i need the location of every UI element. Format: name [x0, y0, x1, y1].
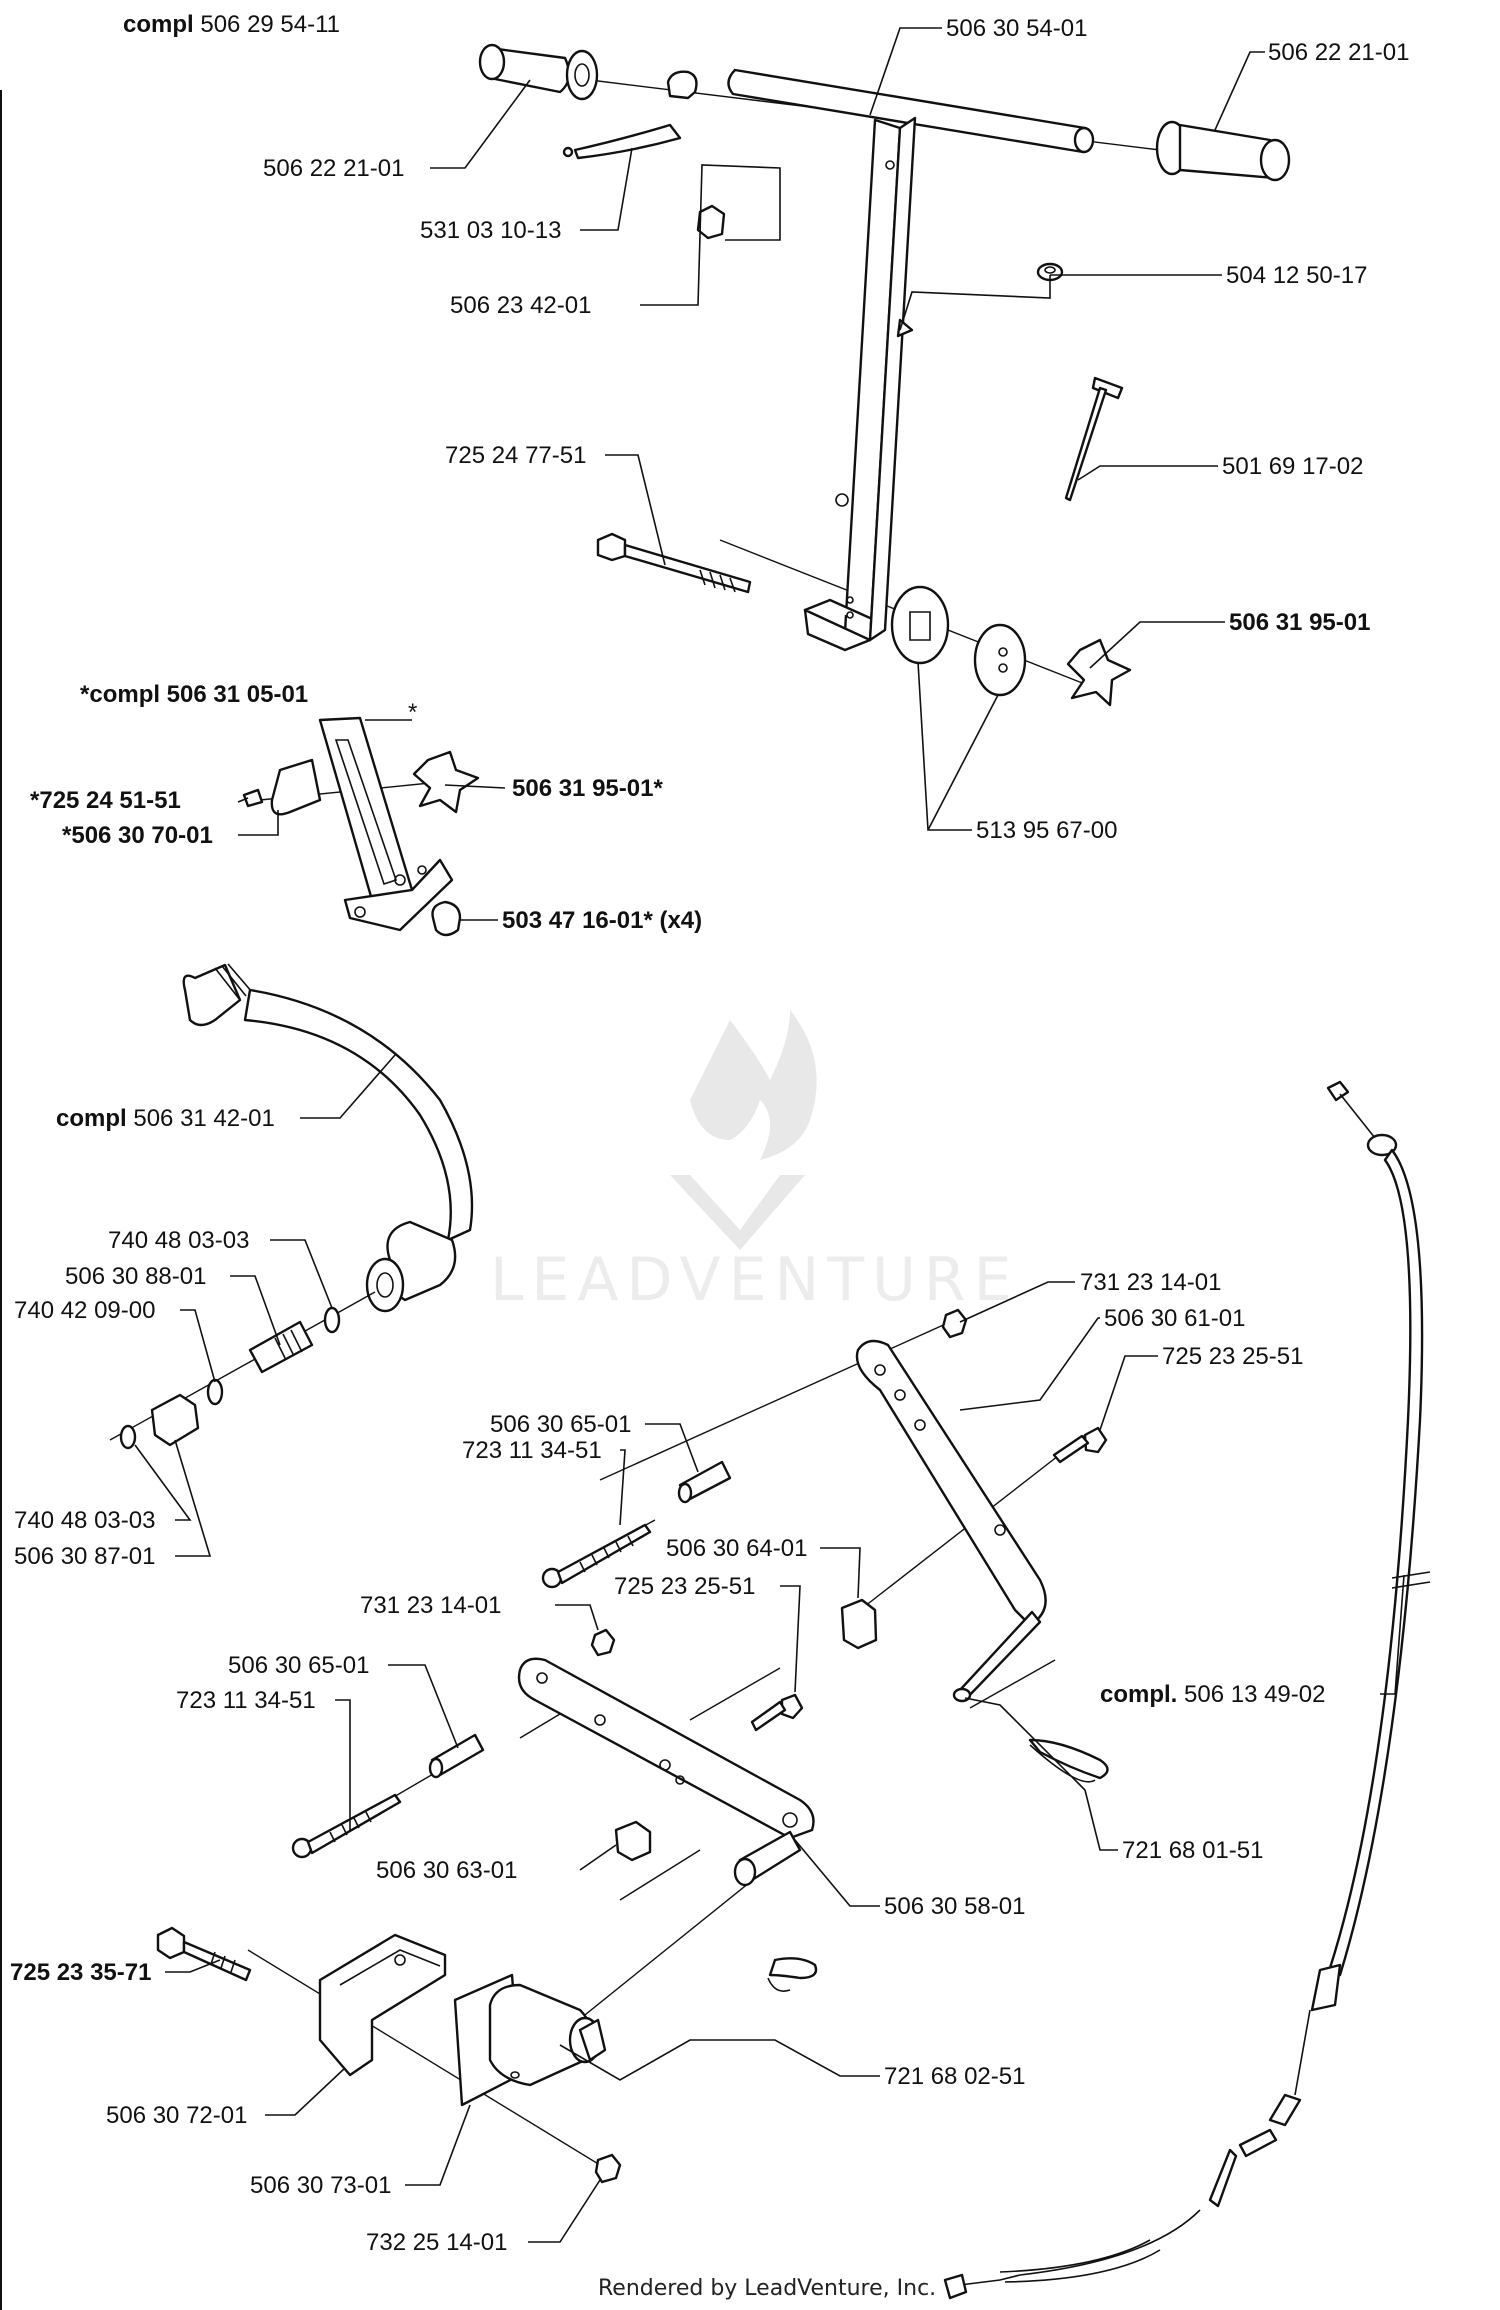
- label-740-48-03-03-top: 740 48 03-03: [108, 1227, 249, 1254]
- label-506-30-72-01: 506 30 72-01: [106, 2102, 247, 2129]
- handlebar-assembly: [478, 43, 1291, 707]
- v-logo-icon: [670, 1175, 805, 1250]
- cap-screw-lower: [780, 1693, 804, 1720]
- label-506-30-73-01: 506 30 73-01: [250, 2172, 391, 2199]
- label-506-30-61-01: 506 30 61-01: [1104, 1305, 1245, 1332]
- label-725-24-51-51: *725 24 51-51: [30, 787, 181, 814]
- cable-end-upper: [1326, 1080, 1350, 1102]
- cable-ferrule: [1310, 1963, 1342, 2012]
- mount-plate: [270, 758, 322, 816]
- label-725-23-25-51-lower: 725 23 25-51: [614, 1573, 755, 1600]
- footer-credit: Rendered by LeadVenture, Inc.: [598, 2276, 936, 2301]
- label-506-30-64-01: 506 30 64-01: [666, 1535, 807, 1562]
- washer-2: [206, 1378, 224, 1406]
- ratchet-disc-right: [973, 623, 1027, 697]
- star-knob: [1066, 638, 1132, 707]
- label-506-31-95-01: 506 31 95-01: [1229, 609, 1370, 636]
- label-503-47-16-01: 503 47 16-01* (x4): [502, 907, 702, 934]
- hex-nut-lower: [590, 1628, 616, 1657]
- lower-link-plate: [517, 1657, 815, 1840]
- label-740-42-09-00: 740 42 09-00: [14, 1297, 155, 1324]
- cable-sheath: [1328, 1148, 1424, 1977]
- label-506-30-65-01-lower: 506 30 65-01: [228, 1652, 369, 1679]
- label-506-30-65-01-top: 506 30 65-01: [490, 1411, 631, 1438]
- label-725-23-35-71: 725 23 35-71: [10, 1959, 151, 1986]
- cable-end-lower: [943, 2273, 968, 2300]
- cap-screw-right: [1083, 1426, 1108, 1454]
- threaded-nipple: [248, 1320, 314, 1374]
- label-740-48-03-03-bottom: 740 48 03-03: [14, 1507, 155, 1534]
- hose-assembly: [109, 963, 474, 1450]
- upper-link-plate: [855, 1339, 1047, 1627]
- lock-pin: [1091, 376, 1124, 400]
- pivot-pin-right: [958, 1610, 1042, 1702]
- label-compl-hose: compl 506 31 42-01: [56, 1105, 275, 1132]
- hex-spacer-lower: [614, 1820, 652, 1862]
- hairpin-clip-lower: [768, 1957, 818, 1980]
- label-compl-506-31-05-01: *compl 506 31 05-01: [80, 681, 308, 708]
- label-531-03-10-13: 531 03 10-13: [420, 217, 561, 244]
- label-506-22-21-01-right: 506 22 21-01: [1268, 39, 1409, 66]
- watermark: LEADVENTURE: [490, 1010, 1020, 1315]
- throttle-lever: [573, 123, 682, 160]
- flame-logo-icon: [690, 1010, 817, 1160]
- u-bracket: [318, 1933, 447, 2077]
- label-compl-handlebar: compl 506 29 54-11: [123, 11, 340, 38]
- label-501-69-17-02: 501 69 17-02: [1222, 453, 1363, 480]
- label-721-68-01-51: 721 68 01-51: [1122, 1837, 1263, 1864]
- washer-3: [119, 1424, 137, 1450]
- washer-1: [323, 1306, 341, 1334]
- label-506-30-70-01: *506 30 70-01: [62, 822, 213, 849]
- label-723-11-34-51-lower: 723 11 34-51: [176, 1687, 316, 1714]
- bracket-knob: [412, 750, 480, 814]
- label-506-30-88-01: 506 30 88-01: [65, 1263, 206, 1290]
- hex-nut-top: [941, 1308, 968, 1339]
- pivot-bolt: [596, 532, 627, 562]
- label-506-30-54-01: 506 30 54-01: [946, 15, 1087, 42]
- label-723-11-34-51-top: 723 11 34-51: [462, 1437, 602, 1464]
- lock-nut: [594, 2153, 622, 2184]
- slotted-bracket: [318, 716, 414, 902]
- label-506-30-87-01: 506 30 87-01: [14, 1543, 155, 1570]
- label-731-23-14-01-lower: 731 23 14-01: [360, 1592, 501, 1619]
- label-731-23-14-01-top: 731 23 14-01: [1080, 1269, 1221, 1296]
- part-labels: compl 506 29 54-11 506 30 54-01 506 22 2…: [10, 11, 1409, 2256]
- cable-nut: [1268, 2093, 1302, 2127]
- label-725-23-25-51-top: 725 23 25-51: [1162, 1343, 1303, 1370]
- hose-end-fitting: [182, 963, 242, 1027]
- label-compl-cable: compl. 506 13 49-02: [1100, 1681, 1325, 1708]
- leader-lines: [134, 27, 1405, 2243]
- long-hex-bolt: [156, 1926, 186, 1960]
- label-506-23-42-01: 506 23 42-01: [450, 292, 591, 319]
- label-506-30-58-01: 506 30 58-01: [884, 1893, 1025, 1920]
- label-504-12-50-17: 504 12 50-17: [1226, 262, 1367, 289]
- label-732-25-14-01: 732 25 14-01: [366, 2229, 507, 2256]
- label-513-95-67-00: 513 95 67-00: [976, 817, 1117, 844]
- label-506-30-63-01: 506 30 63-01: [376, 1857, 517, 1884]
- label-725-24-77-51: 725 24 77-51: [445, 442, 586, 469]
- flex-hose: [243, 988, 474, 1242]
- throttle-lever-clamp: [666, 70, 698, 100]
- label-asterisk: *: [408, 699, 417, 726]
- linkage-assembly: [156, 1080, 1431, 2300]
- hairpin-clip-upper: [1028, 1738, 1109, 1780]
- watermark-text: LEADVENTURE: [490, 1245, 1020, 1315]
- small-screw: [242, 788, 264, 808]
- label-721-68-02-51: 721 68 02-51: [884, 2063, 1025, 2090]
- label-506-22-21-01-left: 506 22 21-01: [263, 155, 404, 182]
- label-506-31-95-01-star: 506 31 95-01*: [512, 775, 663, 802]
- hex-adapter: [150, 1393, 200, 1447]
- ratchet-disc-left: [890, 585, 950, 665]
- cable-clip: [696, 204, 726, 240]
- rubber-foot: [431, 900, 462, 937]
- bracket-assembly: [242, 716, 480, 937]
- hex-spacer: [840, 1598, 878, 1650]
